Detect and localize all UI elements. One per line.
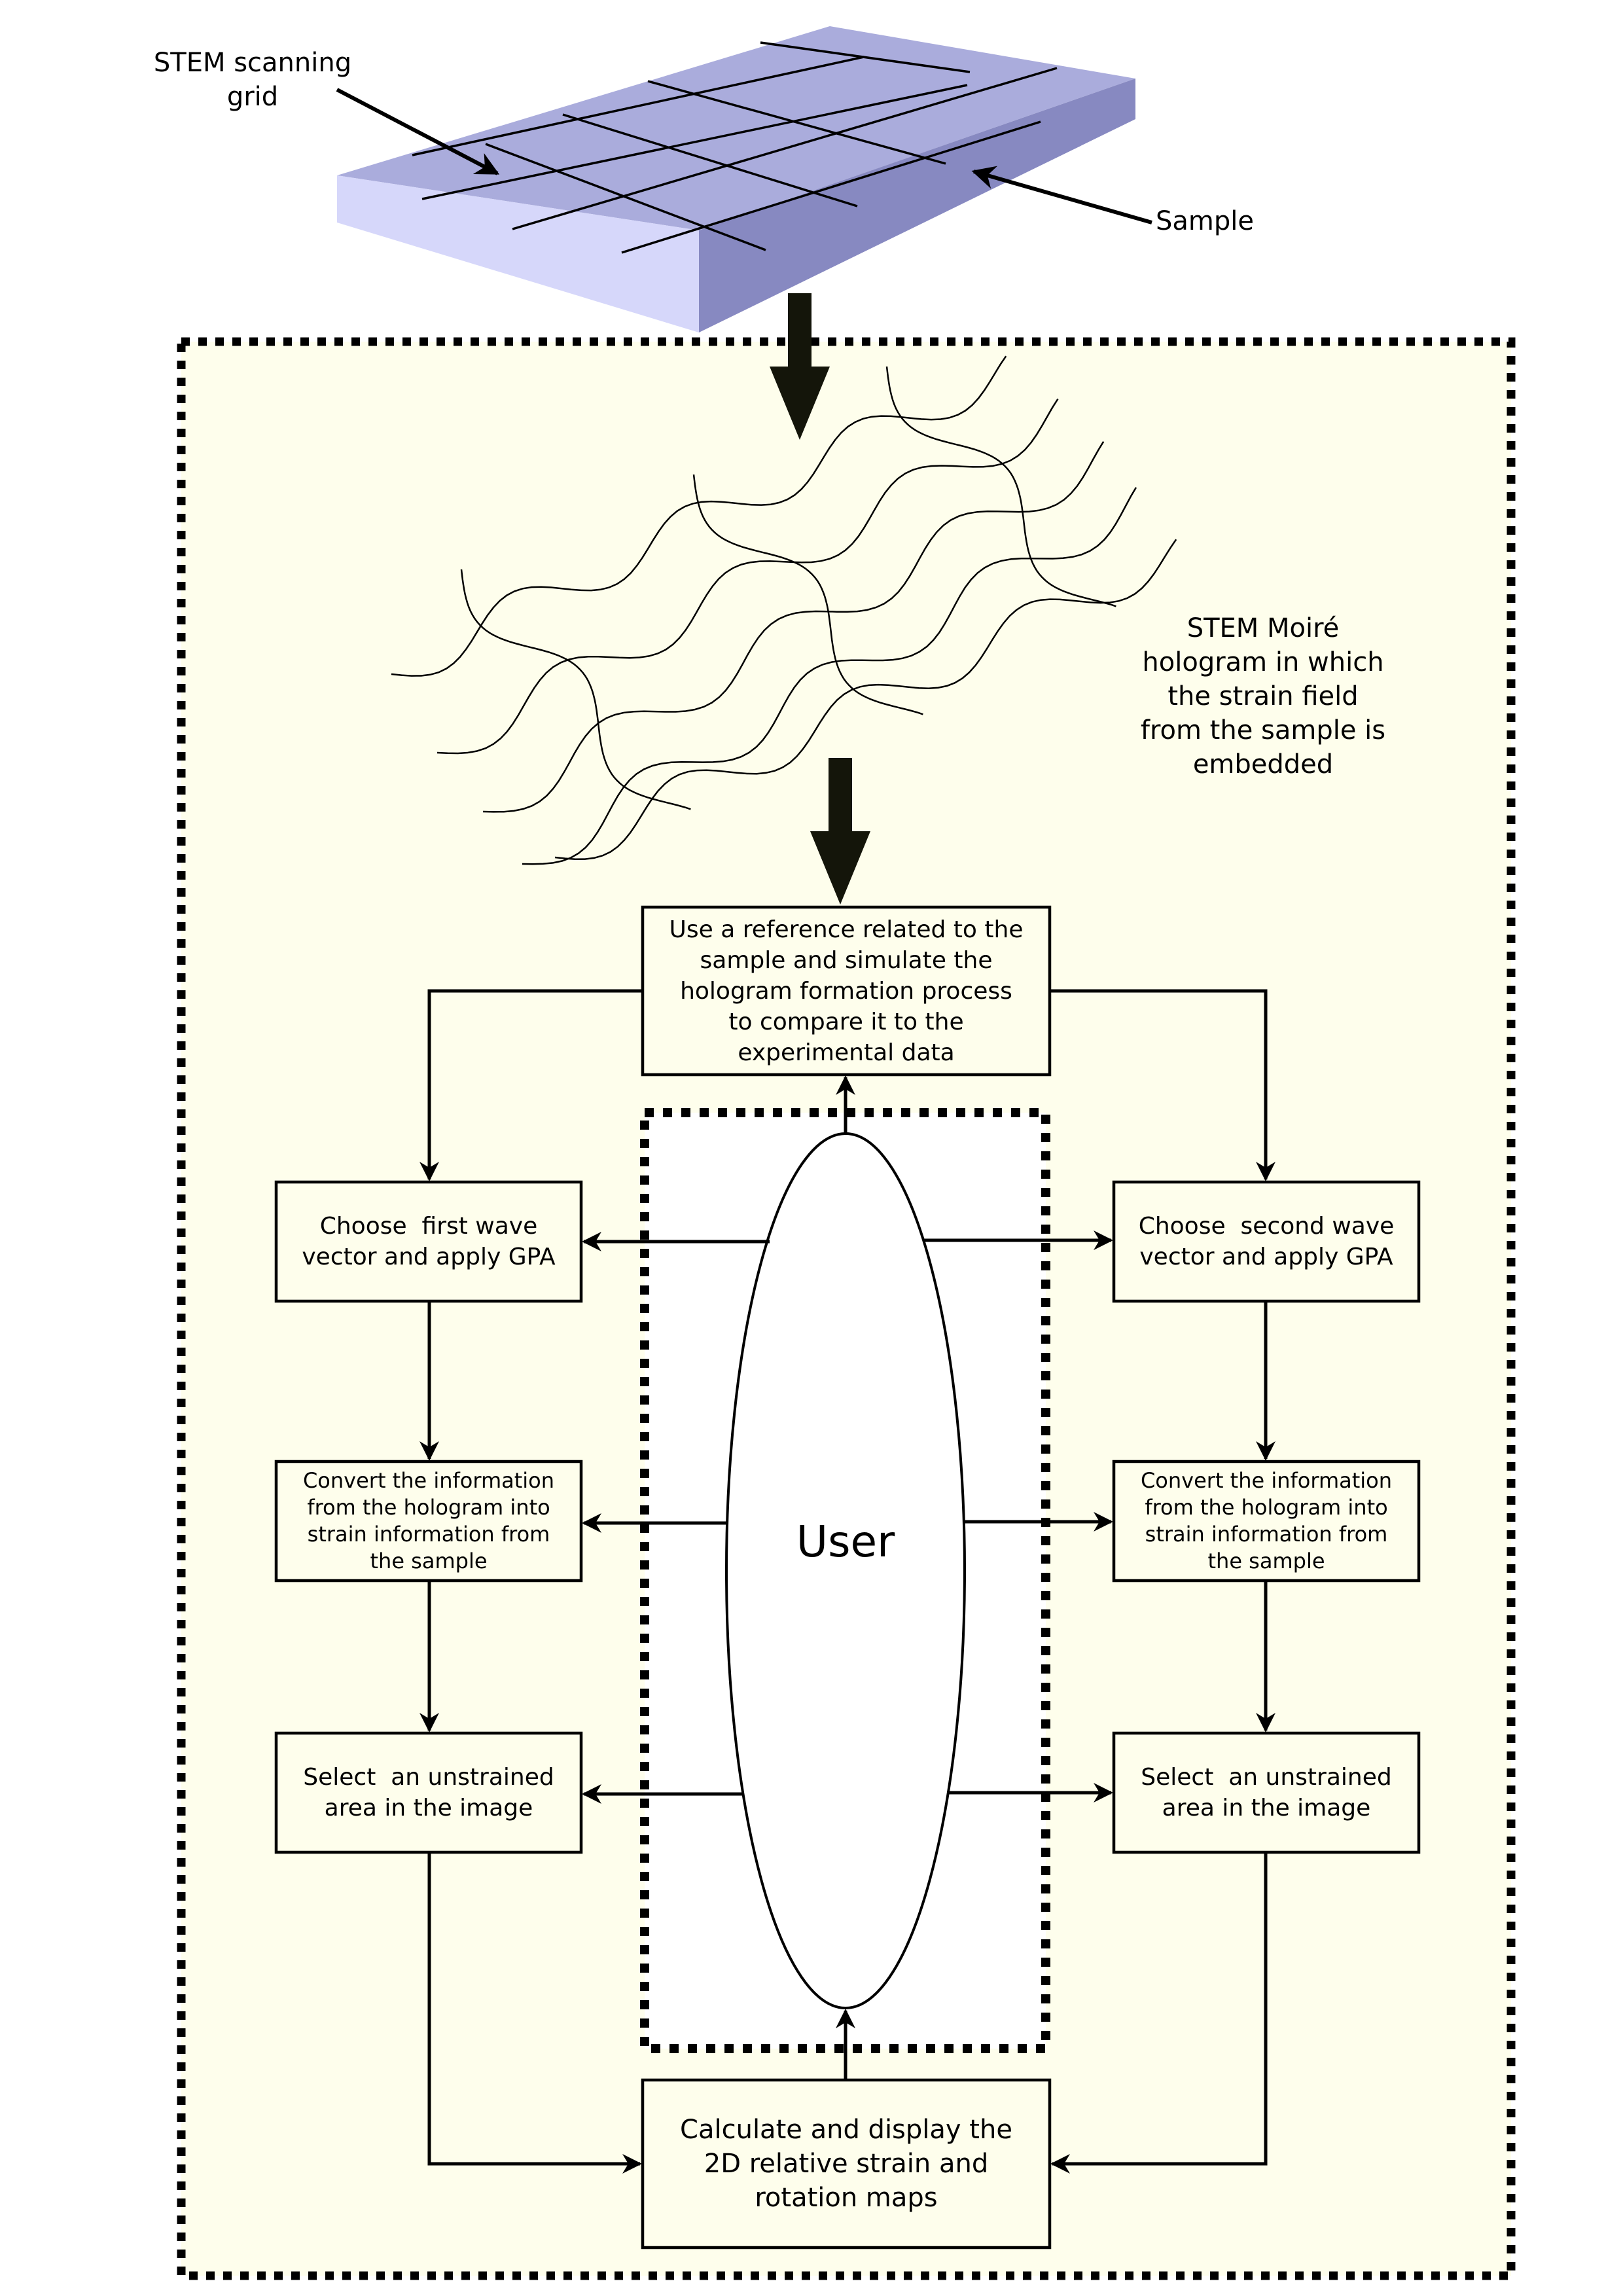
select-left-to-calc-arrow	[427, 1852, 642, 2174]
scanning-grid-label-line: grid	[226, 82, 279, 112]
moire-fringe	[692, 474, 923, 715]
select-left-box: Select an unstrained area in the image	[276, 1733, 581, 1852]
moire-fringe	[460, 569, 691, 810]
choose-second-line: Choose second wave	[1138, 1213, 1395, 1240]
select-left-line: Select an unstrained	[303, 1764, 554, 1791]
select-right-box: Select an unstrained area in the image	[1114, 1733, 1419, 1852]
convert-right-line: strain information from	[1145, 1522, 1388, 1547]
choose-first-line: vector and apply GPA	[302, 1244, 556, 1270]
reference-box-line: hologram formation process	[680, 977, 1012, 1005]
ref-to-first-arrow	[419, 989, 643, 1181]
calculate-box-line: 2D relative strain and	[704, 2149, 989, 2179]
reference-box-line: experimental data	[738, 1039, 955, 1066]
moire-fringe	[554, 539, 1177, 860]
scanning-grid-pointer	[336, 88, 500, 175]
sample-front-face	[337, 175, 699, 332]
select-left-line: area in the image	[324, 1795, 533, 1821]
moire-fringe	[885, 366, 1116, 607]
convert-right-box: Convert the information from the hologra…	[1114, 1462, 1419, 1581]
scanning-grid-lines	[412, 41, 1058, 254]
reference-box-line: to compare it to the	[728, 1008, 964, 1035]
calculate-box: Calculate and display the 2D relative st…	[643, 2080, 1050, 2248]
choose-first-box: Choose first wave vector and apply GPA	[276, 1182, 581, 1301]
user-label-text: User	[796, 1516, 895, 1567]
moire-label-line: from the sample is	[1140, 715, 1386, 745]
moire-label-line: the strain field	[1168, 681, 1359, 711]
reference-box-line: Use a reference related to the	[669, 916, 1024, 943]
sample-top-face	[337, 26, 1135, 230]
user-label: User	[747, 1516, 944, 1568]
convert-left-line: Convert the information	[302, 1468, 555, 1493]
sample-label: Sample	[1156, 204, 1287, 238]
choose-second-line: vector and apply GPA	[1139, 1244, 1393, 1270]
big-arrow-middle	[810, 758, 870, 905]
ref-to-second-arrow	[1050, 989, 1275, 1181]
sample-label-text: Sample	[1156, 206, 1254, 236]
moire-label-line: STEM Moiré	[1186, 613, 1340, 643]
moire-label-line: embedded	[1192, 749, 1334, 780]
choose-second-box: Choose second wave vector and apply GPA	[1114, 1182, 1419, 1301]
moire-fringe	[522, 487, 1137, 865]
convert-left-line: from the hologram into	[307, 1495, 550, 1520]
convert-right-line: the sample	[1207, 1549, 1325, 1573]
moire-fringe	[482, 441, 1105, 813]
calculate-box-line: Calculate and display the	[680, 2115, 1012, 2145]
moire-fringe	[437, 398, 1059, 755]
moire-hologram-fringes	[391, 355, 1177, 865]
reference-box: Use a reference related to the sample an…	[643, 907, 1050, 1075]
convert-right-line: Convert the information	[1140, 1468, 1393, 1493]
sample-pointer	[971, 166, 1152, 224]
moire-hologram-label: STEM Moiré hologram in which the strain …	[1113, 611, 1414, 781]
convert-left-line: strain information from	[307, 1522, 550, 1547]
select-right-to-calc-arrow	[1050, 1852, 1268, 2174]
select-right-line: area in the image	[1162, 1795, 1371, 1821]
sample-side-face	[699, 79, 1135, 332]
scanning-grid-label: STEM scanning grid	[128, 46, 377, 114]
choose-first-line: Choose first wave	[319, 1213, 538, 1240]
big-arrow-top	[770, 293, 830, 440]
convert-left-box: Convert the information from the hologra…	[276, 1462, 581, 1581]
reference-box-line: sample and simulate the	[700, 946, 993, 974]
moire-label-line: hologram in which	[1142, 647, 1384, 677]
select-right-line: Select an unstrained	[1141, 1764, 1392, 1791]
sample-slab	[337, 26, 1135, 332]
convert-right-line: from the hologram into	[1145, 1495, 1388, 1520]
convert-left-line: the sample	[370, 1549, 488, 1573]
moire-fringe	[391, 355, 1007, 677]
scanning-grid-label-line: STEM scanning	[153, 48, 352, 78]
user-node	[725, 1132, 966, 2009]
calculate-box-line: rotation maps	[755, 2183, 938, 2213]
